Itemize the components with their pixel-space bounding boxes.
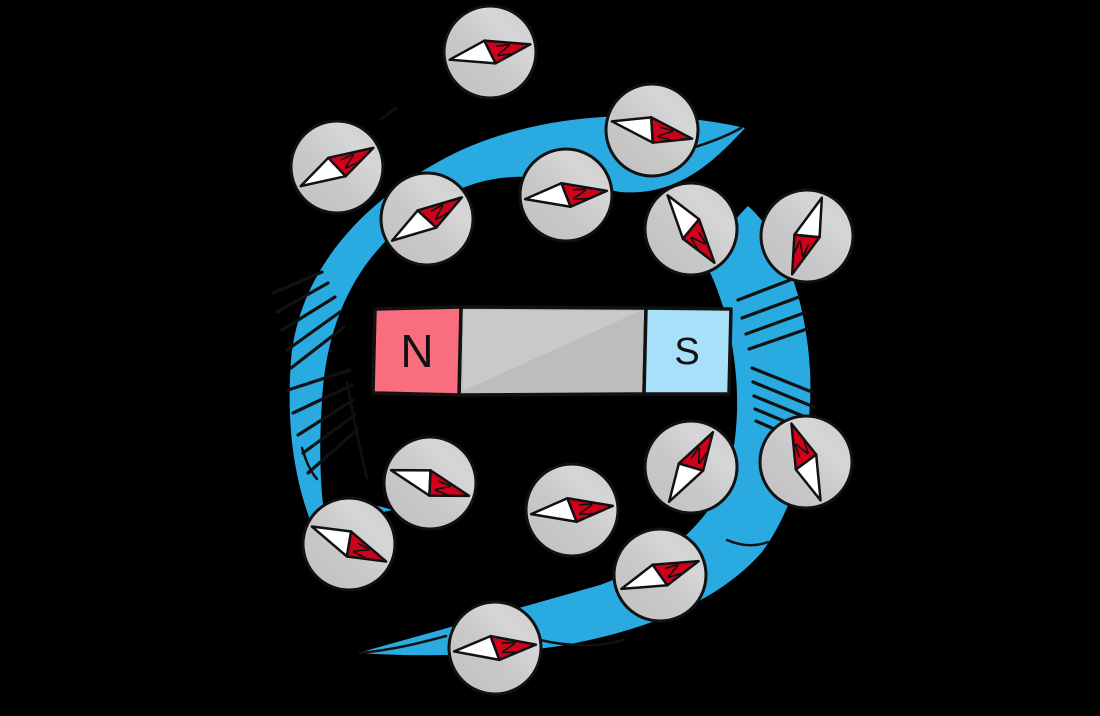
needle-label: N (792, 437, 813, 462)
compass: N (612, 527, 708, 623)
needle-north-tip (327, 146, 375, 178)
needle-north-tip (428, 469, 471, 498)
needle-north-tip (677, 431, 715, 472)
needle-label: N (491, 42, 515, 59)
bar-magnet: N S (371, 305, 733, 397)
compass: N (447, 600, 543, 696)
needle-label: N (568, 187, 591, 203)
compass-needle: N (310, 525, 388, 563)
compass-needle: N (523, 181, 609, 209)
compass: N (643, 419, 739, 515)
magnet-bar-highlight (463, 310, 640, 391)
needle-north-tip (790, 422, 818, 471)
compass-needle: N (299, 146, 375, 188)
compass: N (759, 188, 855, 284)
needle-label: N (652, 124, 677, 144)
needle-north-tip (560, 181, 609, 209)
needle-label: N (660, 561, 685, 581)
magnet-south-pole (642, 306, 733, 396)
needle-north-tip (790, 233, 821, 276)
needle-north-tip (566, 496, 615, 524)
needle-north-tip (681, 217, 716, 264)
field-line-hatches (271, 270, 817, 475)
compass: N (379, 171, 475, 267)
needle-north-tip (649, 116, 694, 144)
magnet-north-label: N (400, 325, 433, 377)
compass: N (382, 435, 478, 531)
needle-north-tip (489, 634, 538, 662)
magnet-south-label: S (674, 331, 699, 373)
compass-needle: N (610, 116, 694, 144)
compass-needle: N (666, 194, 716, 264)
field-swoosh-right (358, 206, 811, 656)
needle-north-tip (345, 530, 388, 563)
compass-needle: N (448, 39, 532, 65)
compass-needle: N (790, 422, 822, 502)
compass: N (301, 496, 397, 592)
compass: N (524, 462, 620, 558)
compass-needle: N (389, 468, 471, 498)
compass: N (289, 119, 385, 215)
magnet-north-pole (371, 305, 463, 397)
needle-north-tip (483, 39, 532, 65)
compass: N (442, 4, 538, 100)
compass: N (643, 181, 739, 277)
compass: N (758, 414, 854, 510)
compass-needle: N (452, 634, 538, 662)
needle-north-tip (416, 196, 464, 229)
field-line-hatches-left (271, 270, 359, 475)
compass-needle: N (390, 196, 464, 242)
needle-label: N (574, 502, 597, 518)
compass: N (518, 147, 614, 243)
compass: N (604, 82, 700, 178)
compass-needle: N (667, 431, 715, 503)
compass-needle: N (620, 559, 700, 591)
compass-needle: N (529, 496, 615, 524)
compass-needle: N (790, 196, 824, 276)
field-swoosh-left (289, 115, 745, 579)
needle-label: N (497, 640, 519, 655)
field-line-accents (300, 106, 770, 655)
needle-north-tip (651, 559, 700, 587)
